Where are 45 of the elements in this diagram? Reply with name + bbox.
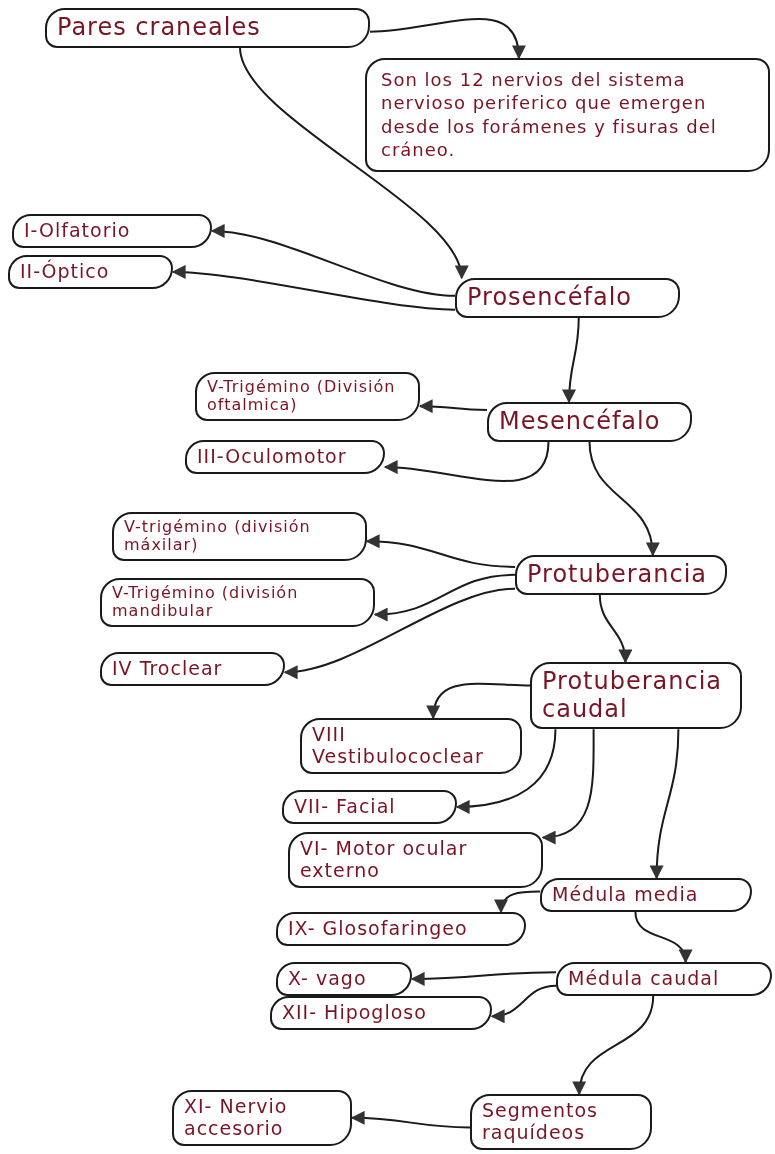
arrow xyxy=(495,890,541,914)
arrow xyxy=(418,399,488,414)
concept-cloud: XII- Hipogloso xyxy=(270,996,492,1030)
arrow xyxy=(562,316,580,404)
concept-cloud: VIII Vestibulococlear xyxy=(300,718,522,774)
concept-cloud: VI- Motor ocular externo xyxy=(288,832,543,888)
arrow xyxy=(490,984,557,1023)
arrow xyxy=(350,1111,471,1129)
concept-cloud: V-Trigémino (División oftalmica) xyxy=(195,372,420,421)
arrow xyxy=(541,728,595,844)
arrow xyxy=(239,46,466,280)
concept-cloud: Segmentos raquídeos xyxy=(470,1094,652,1150)
concept-cloud: Pares craneales xyxy=(45,8,370,48)
concept-cloud: X- vago xyxy=(276,962,412,996)
concept-cloud: Médula caudal xyxy=(556,962,772,996)
concept-cloud: XI- Nervio accesorio xyxy=(172,1090,352,1146)
arrow xyxy=(373,573,516,621)
concept-cloud: I-Olfatorio xyxy=(12,214,212,248)
arrow xyxy=(427,682,531,720)
note-cloud: Son los 12 nervios del sistema nervioso periferico que emergen desde los forámenes y fisuras del cráneo. xyxy=(365,58,770,172)
arrow xyxy=(588,440,659,557)
arrow xyxy=(210,224,456,297)
arrow xyxy=(649,728,680,880)
concept-cloud: Prosencéfalo xyxy=(455,278,680,318)
concept-cloud: Médula media xyxy=(540,878,752,912)
arrow xyxy=(369,18,525,60)
concept-cloud: II-Óptico xyxy=(8,255,173,289)
arrow xyxy=(410,971,557,986)
concept-cloud: Mesencéfalo xyxy=(487,402,692,442)
concept-cloud: VII- Facial xyxy=(282,790,457,824)
arrow xyxy=(171,265,456,311)
concept-cloud: V-trigémino (división máxilar) xyxy=(112,512,367,561)
arrow xyxy=(634,910,691,964)
concept-cloud: V-Trigémino (división mandibular xyxy=(100,578,375,627)
concept-cloud: IX- Glosofaringeo xyxy=(276,912,526,946)
arrow xyxy=(455,728,557,814)
arrow xyxy=(598,593,632,664)
arrow xyxy=(365,534,516,568)
concept-cloud: Protuberancia xyxy=(515,555,727,595)
concept-cloud: Protuberancia caudal xyxy=(530,662,742,730)
arrow xyxy=(383,440,550,482)
concept-cloud: IV Troclear xyxy=(100,652,285,686)
concept-cloud: III-Oculomotor xyxy=(185,440,385,474)
arrow xyxy=(283,587,516,679)
arrow xyxy=(573,994,655,1096)
